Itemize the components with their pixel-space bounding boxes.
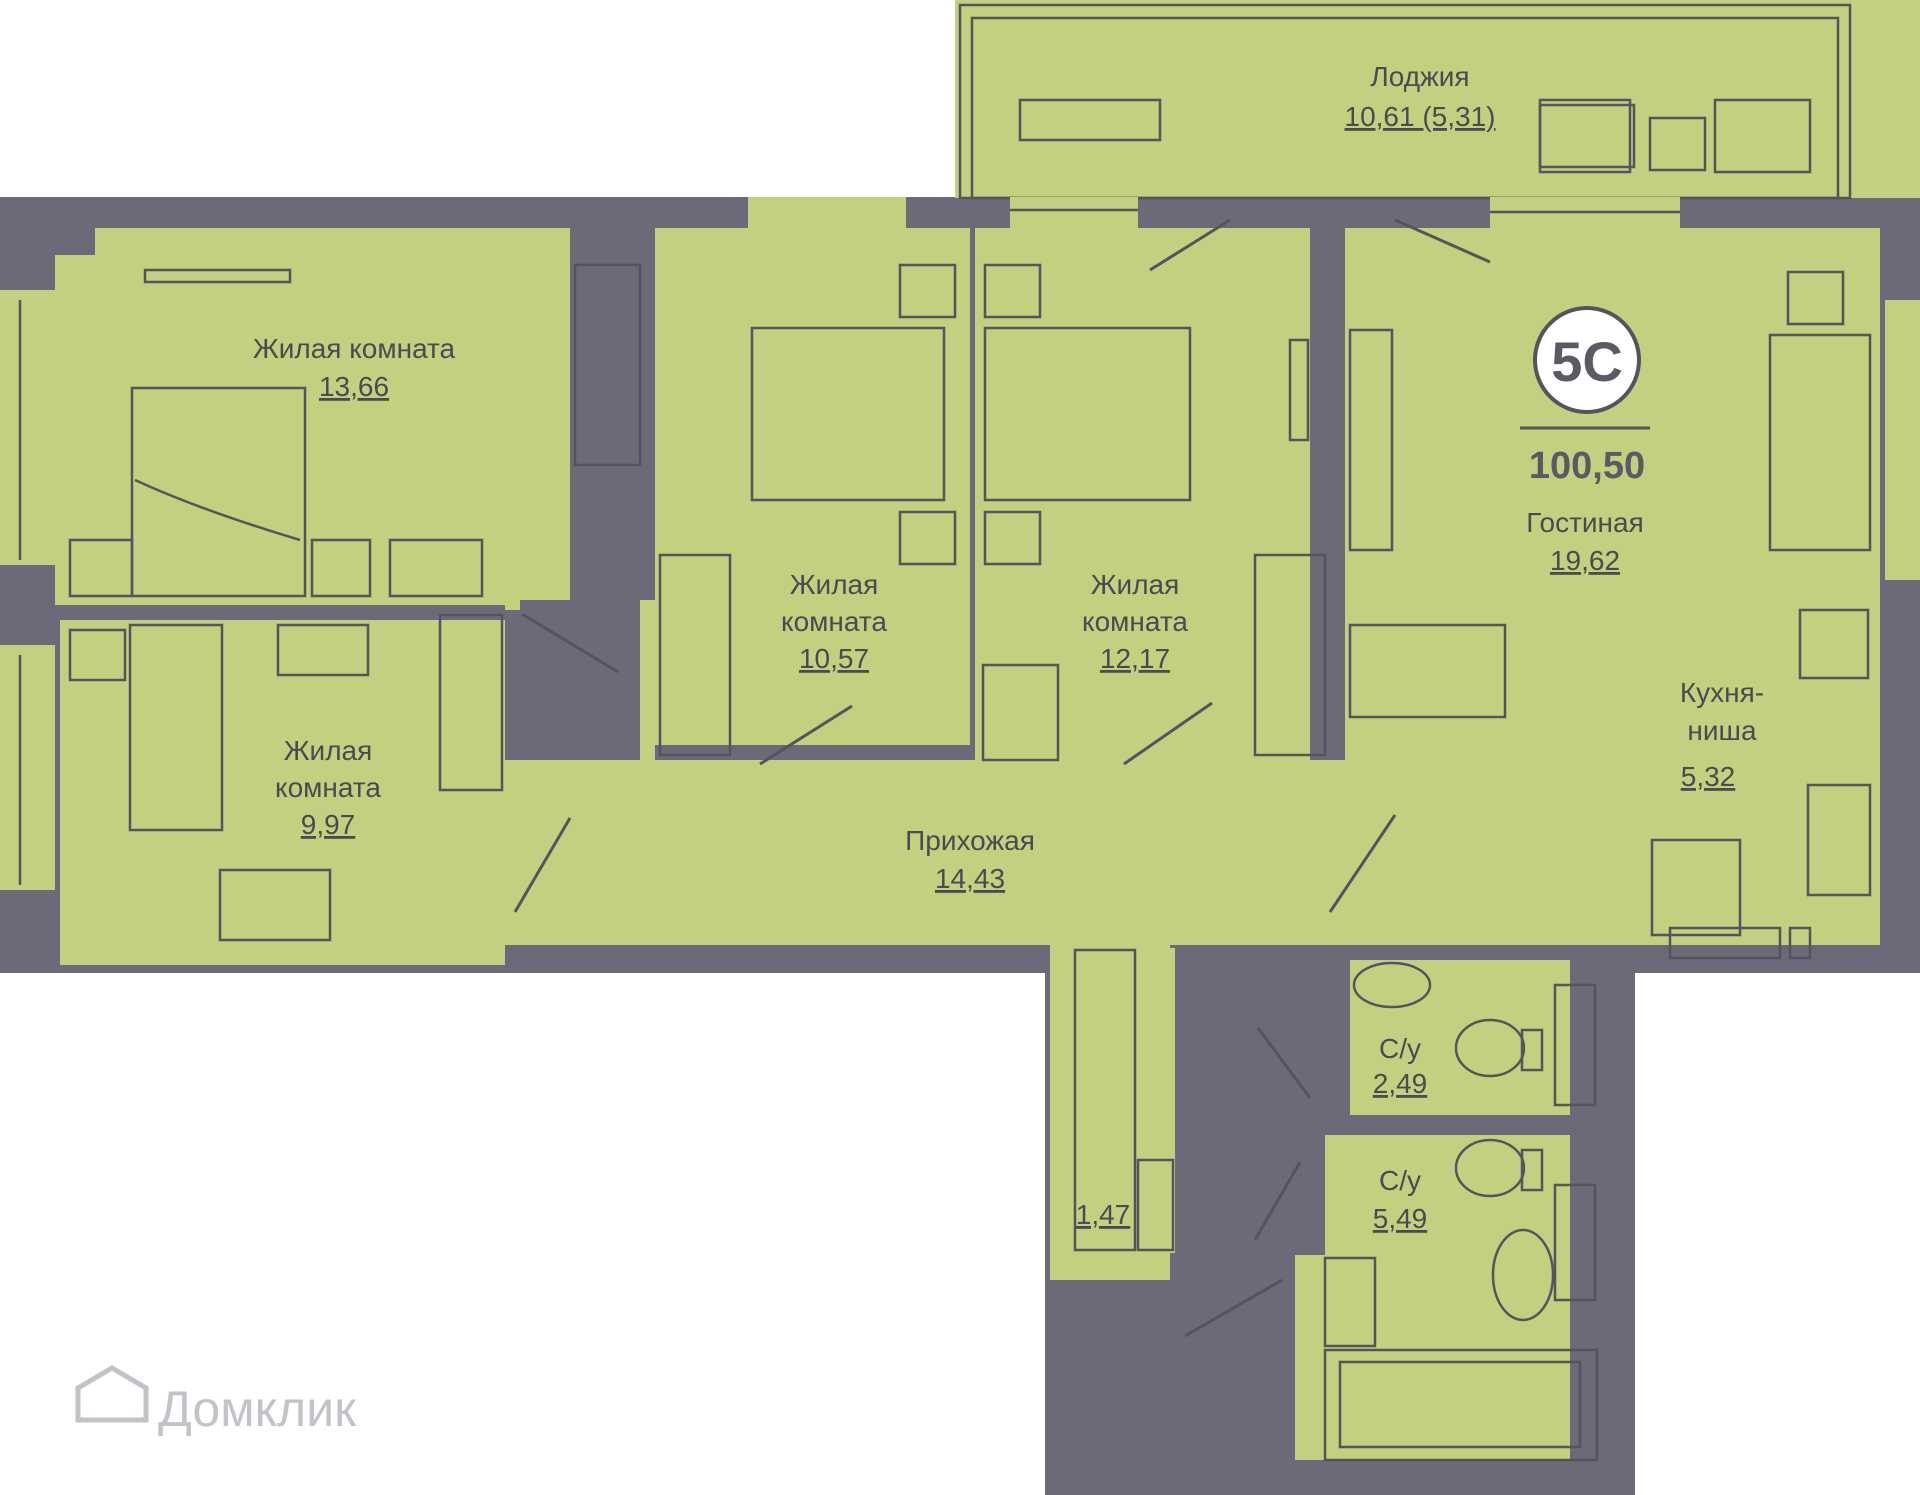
- windows: [18, 197, 1680, 885]
- room-area-bedroom-2: 10,57: [799, 643, 869, 674]
- room-area-wc-1: 2,49: [1373, 1068, 1428, 1099]
- room-name-bedroom-3-line2: комната: [1082, 606, 1188, 637]
- room-area-living: 19,62: [1550, 545, 1620, 576]
- watermark: Домклик: [75, 1365, 357, 1437]
- room-name-bedroom-3-line1: Жилая: [1091, 569, 1180, 600]
- room-name-living: Гостиная: [1526, 507, 1644, 538]
- room-name-loggia: Лоджия: [1370, 61, 1469, 92]
- furniture: [68, 98, 1872, 1462]
- room-name-bedroom-2-line1: Жилая: [790, 569, 879, 600]
- room-name-wc-2: С/у: [1379, 1165, 1421, 1196]
- doors: [513, 218, 1491, 1338]
- room-name-kitchen-line1: Кухня-: [1680, 677, 1764, 708]
- apartment-badge: 5С 100,50: [1520, 306, 1650, 487]
- watermark-text: Домклик: [158, 1381, 357, 1437]
- floors: [0, 228, 1920, 1460]
- room-name-bedroom-2-line2: комната: [781, 606, 887, 637]
- room-name-wc-1: С/у: [1379, 1033, 1421, 1064]
- room-name-bedroom-4-line1: Жилая: [284, 735, 373, 766]
- room-name-kitchen-line2: ниша: [1687, 715, 1757, 746]
- room-area-hall: 14,43: [935, 863, 1005, 894]
- house-logo-icon: [75, 1365, 149, 1423]
- room-area-loggia: 10,61 (5,31): [1345, 101, 1496, 132]
- room-area-bedroom-1: 13,66: [319, 371, 389, 402]
- total-area: 100,50: [1529, 445, 1645, 487]
- room-name-hall: Прихожая: [905, 825, 1035, 856]
- room-name-bedroom-4-line2: комната: [275, 772, 381, 803]
- room-labels: Лоджия 10,61 (5,31) Жилая комната 13,66 …: [253, 61, 1764, 1234]
- room-area-wc-2: 5,49: [1373, 1203, 1428, 1234]
- room-name-bedroom-1: Жилая комната: [253, 333, 456, 364]
- room-area-kitchen: 5,32: [1681, 761, 1736, 792]
- room-area-bedroom-3: 12,17: [1100, 643, 1170, 674]
- room-area-bedroom-4: 9,97: [301, 809, 356, 840]
- apartment-type-badge: 5С: [1551, 330, 1623, 393]
- room-area-closet: 1,47: [1076, 1199, 1131, 1230]
